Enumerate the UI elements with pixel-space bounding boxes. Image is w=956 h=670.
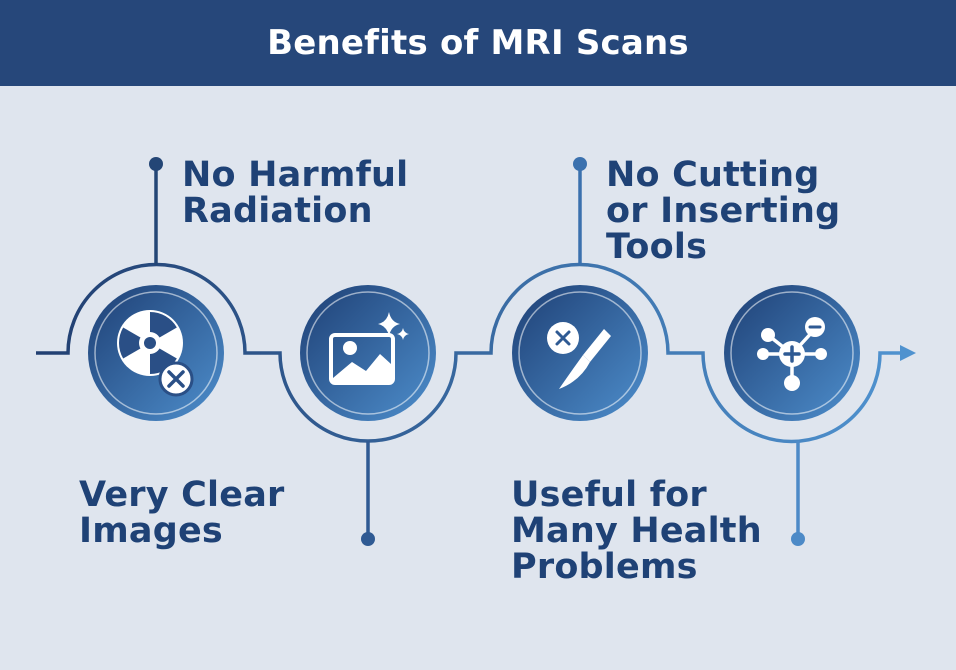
benefit-label-line: Tools [606, 227, 708, 267]
connector-dot-2 [361, 532, 375, 546]
clear-image-icon [300, 285, 436, 421]
benefit-label-line: Very Clear [79, 475, 285, 515]
timeline-path [36, 262, 900, 444]
benefit-label-line: Radiation [182, 191, 373, 231]
molecule-health-icon [724, 285, 860, 421]
connector-dot-4 [791, 532, 805, 546]
benefit-label-line: or Inserting [606, 191, 841, 231]
timeline-arrowhead [900, 345, 916, 361]
benefit-label-line: Useful for [511, 475, 707, 515]
radiation-blocked-icon [88, 285, 224, 421]
header-bar: Benefits of MRI Scans [0, 0, 956, 86]
benefit-label-line: No Cutting [606, 155, 820, 195]
benefit-label-no-cutting-tools: No Cutting or Inserting Tools [606, 157, 840, 265]
benefit-label-very-clear-images: Very Clear Images [79, 477, 284, 549]
benefits-diagram: No Harmful Radiation Very Clear Images N… [0, 86, 956, 670]
benefit-label-many-health-problems: Useful for Many Health Problems [511, 477, 762, 585]
benefit-label-line: Problems [511, 547, 698, 587]
connector-dot-1 [149, 157, 163, 171]
scalpel-blocked-icon [512, 285, 648, 421]
connector-dot-3 [573, 157, 587, 171]
benefit-label-line: No Harmful [182, 155, 409, 195]
page-title: Benefits of MRI Scans [267, 23, 689, 63]
timeline-graphic [36, 157, 916, 546]
benefit-label-line: Many Health [511, 511, 762, 551]
benefit-label-no-harmful-radiation: No Harmful Radiation [182, 157, 408, 229]
benefit-label-line: Images [79, 511, 223, 551]
